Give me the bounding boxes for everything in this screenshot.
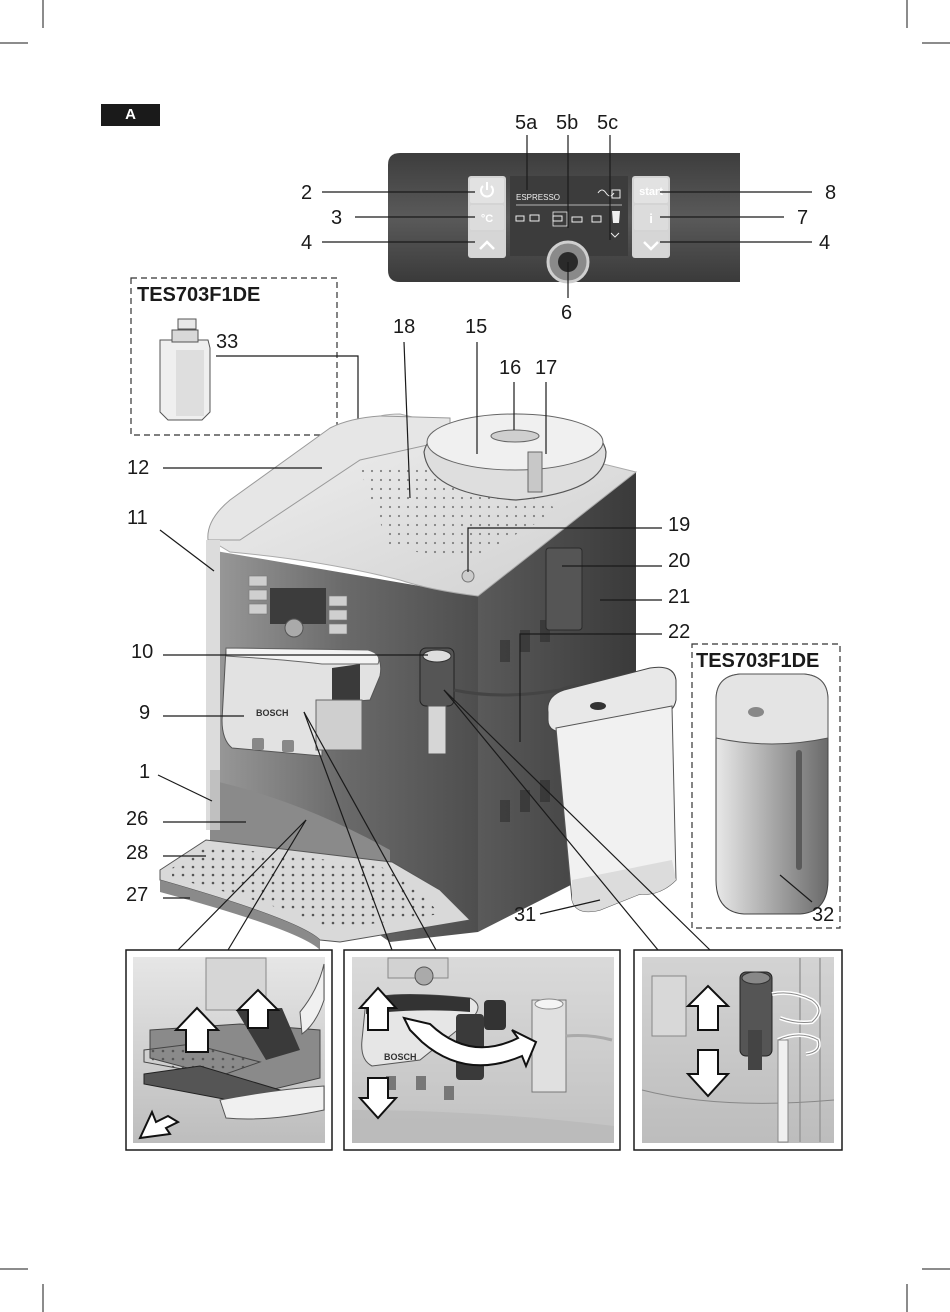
label-26: 26 [126,808,148,830]
label-28: 28 [126,842,148,864]
label-18: 18 [393,316,415,338]
filter-compartment [546,548,582,630]
label-21: 21 [668,586,690,608]
filter-inset: TES703F1DE 33 [131,278,358,450]
label-5b: 5b [556,112,578,134]
label-3: 3 [331,207,342,229]
label-1: 1 [139,761,150,783]
label-31: 31 [514,904,536,926]
down-button[interactable] [634,232,668,257]
label-12: 12 [127,457,149,479]
label-17: 17 [535,357,557,379]
label-5a: 5a [515,112,538,134]
label-19: 19 [668,514,690,536]
coffee-outlet: BOSCH [222,648,381,756]
label-20: 20 [668,550,690,572]
label-2: 2 [301,182,312,204]
label-15: 15 [465,316,487,338]
label-4-left: 4 [301,232,312,254]
coffee-machine: BOSCH [160,414,636,950]
label-11: 11 [127,507,148,529]
label-16: 16 [499,357,521,379]
start-label: start [639,186,663,198]
milk-container [716,674,828,914]
label-9: 9 [139,702,150,724]
panel-callouts: 2 3 4 5a 5b 5c 6 7 8 4 [301,112,836,324]
label-32: 32 [812,904,834,926]
milk-container-inset: TES703F1DE 32 [692,644,840,928]
water-filter-cartridge [160,319,210,420]
filter-model-label: TES703F1DE [137,284,260,306]
label-7: 7 [797,207,808,229]
label-5c: 5c [597,112,618,134]
inset-brand-text: BOSCH [384,1052,417,1062]
milk-model-label: TES703F1DE [696,650,819,672]
detail-inset-coffee-outlet: BOSCH [344,950,620,1150]
label-22: 22 [668,621,690,643]
label-8: 8 [825,182,836,204]
detail-inset-milk-frother [634,950,842,1150]
label-4-right: 4 [819,232,830,254]
detail-inset-drip-tray [126,950,332,1150]
label-27: 27 [126,884,148,906]
display-text: ESPRESSO [516,193,560,202]
info-label: i [649,211,653,226]
label-10: 10 [131,641,153,663]
label-33: 33 [216,331,238,353]
up-button[interactable] [470,232,504,257]
temperature-label: °C [481,213,493,225]
brand-text: BOSCH [256,708,289,718]
power-button[interactable] [470,178,504,203]
label-6: 6 [561,302,572,324]
